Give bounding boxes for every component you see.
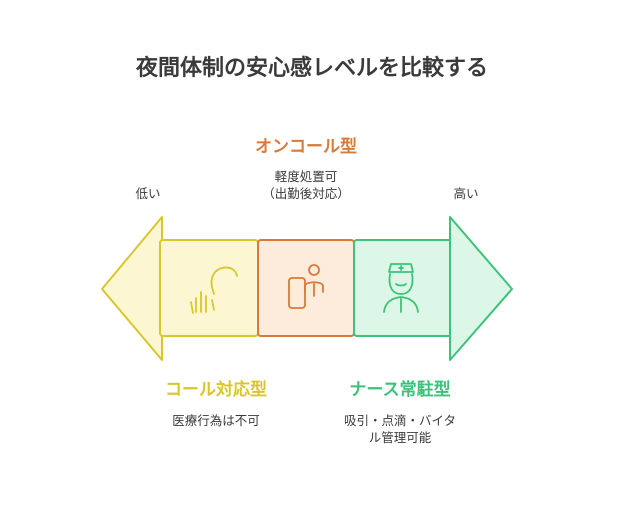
call-type-segment: [159, 239, 259, 337]
silence-gesture-icon: [190, 266, 238, 314]
oncall-type-title: オンコール型: [255, 137, 357, 157]
page-title: 夜間体制の安心感レベルを比較する: [135, 56, 488, 81]
nurse-description-line-2: ル管理可能: [368, 430, 432, 445]
phone-person-icon: [288, 264, 324, 309]
oncall-description-line-2: （出勤後対応）: [262, 186, 350, 201]
scale-high-label: 高い: [453, 186, 479, 201]
nurse-type-segment: [353, 239, 453, 337]
nurse-icon: [383, 263, 419, 313]
oncall-type-segment: [257, 239, 355, 337]
right-arrow-head: [449, 216, 513, 361]
oncall-type-description: 軽度処置可 （出勤後対応）: [216, 168, 396, 202]
scale-low-label: 低い: [135, 186, 161, 201]
nurse-type-description: 吸引・点滴・バイタ ル管理可能: [310, 412, 490, 446]
nurse-description-line-1: 吸引・点滴・バイタ: [343, 413, 456, 428]
call-description-line-1: 医療行為は不可: [172, 413, 260, 428]
call-type-description: 医療行為は不可: [126, 412, 306, 429]
nurse-type-title: ナース常駐型: [349, 380, 451, 400]
left-arrow-head: [101, 216, 163, 361]
call-type-title: コール対応型: [165, 380, 267, 400]
oncall-description-line-1: 軽度処置可: [274, 169, 338, 184]
